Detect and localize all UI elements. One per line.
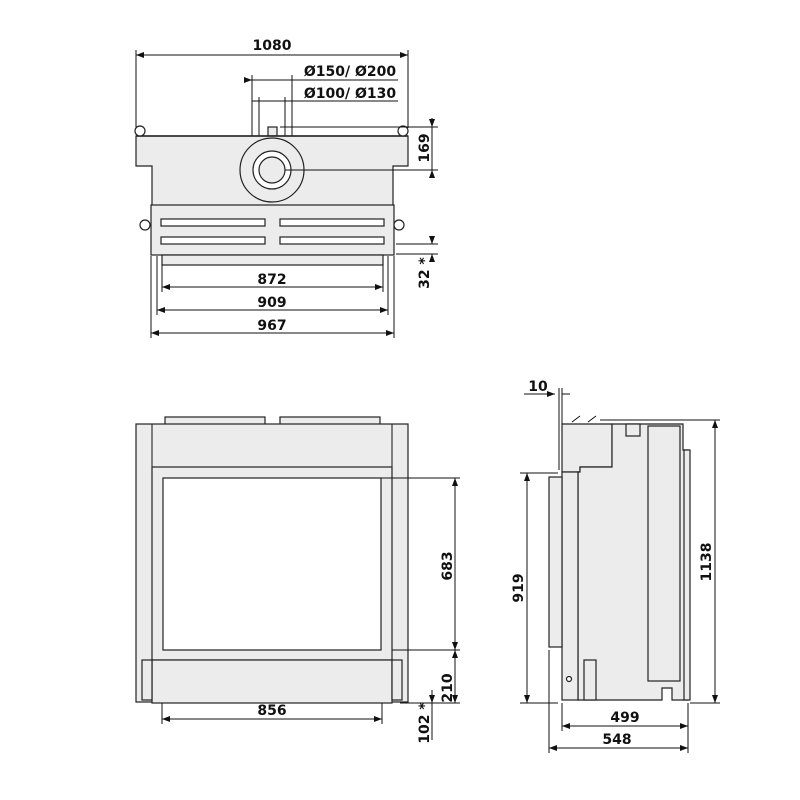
- top-view: 1080 Ø150/ Ø200 Ø100/ Ø130 169: [134, 38, 438, 338]
- dim-overall-width: 1080: [253, 38, 292, 54]
- front-grille: [150, 204, 395, 256]
- dim-height-total: 1138: [699, 543, 715, 582]
- dim-width-a: 872: [257, 272, 286, 288]
- dim-width-c: 967: [257, 318, 286, 334]
- dim-depth-b: 548: [602, 732, 631, 748]
- dim-glass-height: 683: [440, 551, 456, 580]
- dim-width-b: 909: [257, 295, 286, 311]
- glass-door: [162, 477, 382, 651]
- dim-front-offset: 10: [528, 379, 548, 395]
- dim-base-offset: 102 *: [417, 702, 433, 744]
- dim-depth-a: 499: [610, 710, 639, 726]
- front-view: 683 210 102 * 856: [135, 416, 460, 744]
- dim-flue-inner: Ø100/ Ø130: [304, 86, 396, 102]
- side-view: 10 919 1138 499 548: [511, 379, 720, 753]
- dim-flue-height: 169: [417, 133, 433, 162]
- dim-flue-outer: Ø150/ Ø200: [304, 64, 396, 80]
- dim-height-front: 919: [511, 573, 527, 602]
- dim-glass-width: 856: [257, 703, 286, 719]
- dim-offset: 32 *: [417, 256, 433, 288]
- dim-bottom-height: 210: [440, 673, 456, 702]
